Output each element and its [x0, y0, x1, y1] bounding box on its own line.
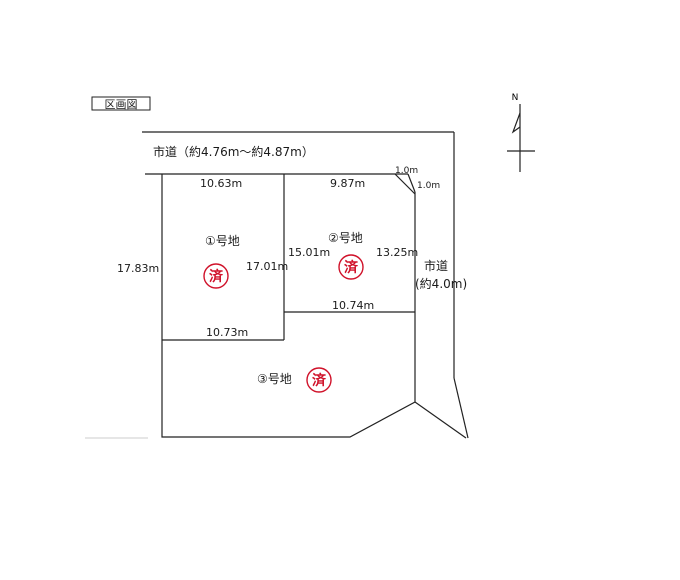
lot2-bottom-dimension: 10.74m: [332, 299, 374, 312]
lot2-corner-dimension-b: 1.0m: [417, 181, 440, 191]
lot1-bottom-dimension: 10.73m: [206, 326, 248, 339]
lot2-top-dimension: 9.87m: [330, 177, 365, 190]
diagram-title: 区画図: [105, 98, 138, 111]
lot3-stamp-text: 済: [312, 372, 327, 389]
lot-boundaries: [161, 173, 416, 438]
north-arrow-icon: N: [507, 93, 535, 172]
lot2-stamp-text: 済: [344, 259, 359, 276]
lot3-label: ③号地: [257, 372, 292, 386]
lot2-corner-dimension-a: 1.0m: [395, 166, 418, 176]
north-label: N: [512, 93, 519, 103]
road-right-label-2: (約4.0m): [415, 276, 467, 291]
lot1-left-dimension: 17.83m: [117, 262, 159, 275]
lot2-sold-stamp-icon: [338, 254, 364, 280]
road-lines: [142, 131, 469, 439]
lot1-stamp-text: 済: [209, 268, 224, 285]
lot2-left-dimension: 15.01m: [288, 246, 330, 259]
lot2-right-dimension: 13.25m: [376, 246, 418, 259]
lot1-label: ①号地: [205, 234, 240, 248]
road-top-label: 市道（約4.76m～約4.87m）: [153, 144, 314, 159]
lot1-sold-stamp-icon: [203, 263, 229, 289]
lot3-sold-stamp-icon: [306, 367, 332, 393]
road-right-label-1: 市道: [424, 258, 448, 273]
lot1-top-dimension: 10.63m: [200, 177, 242, 190]
lot1-right-dimension: 17.01m: [246, 260, 288, 273]
title-box: [91, 96, 151, 111]
lot2-label: ②号地: [328, 231, 363, 245]
